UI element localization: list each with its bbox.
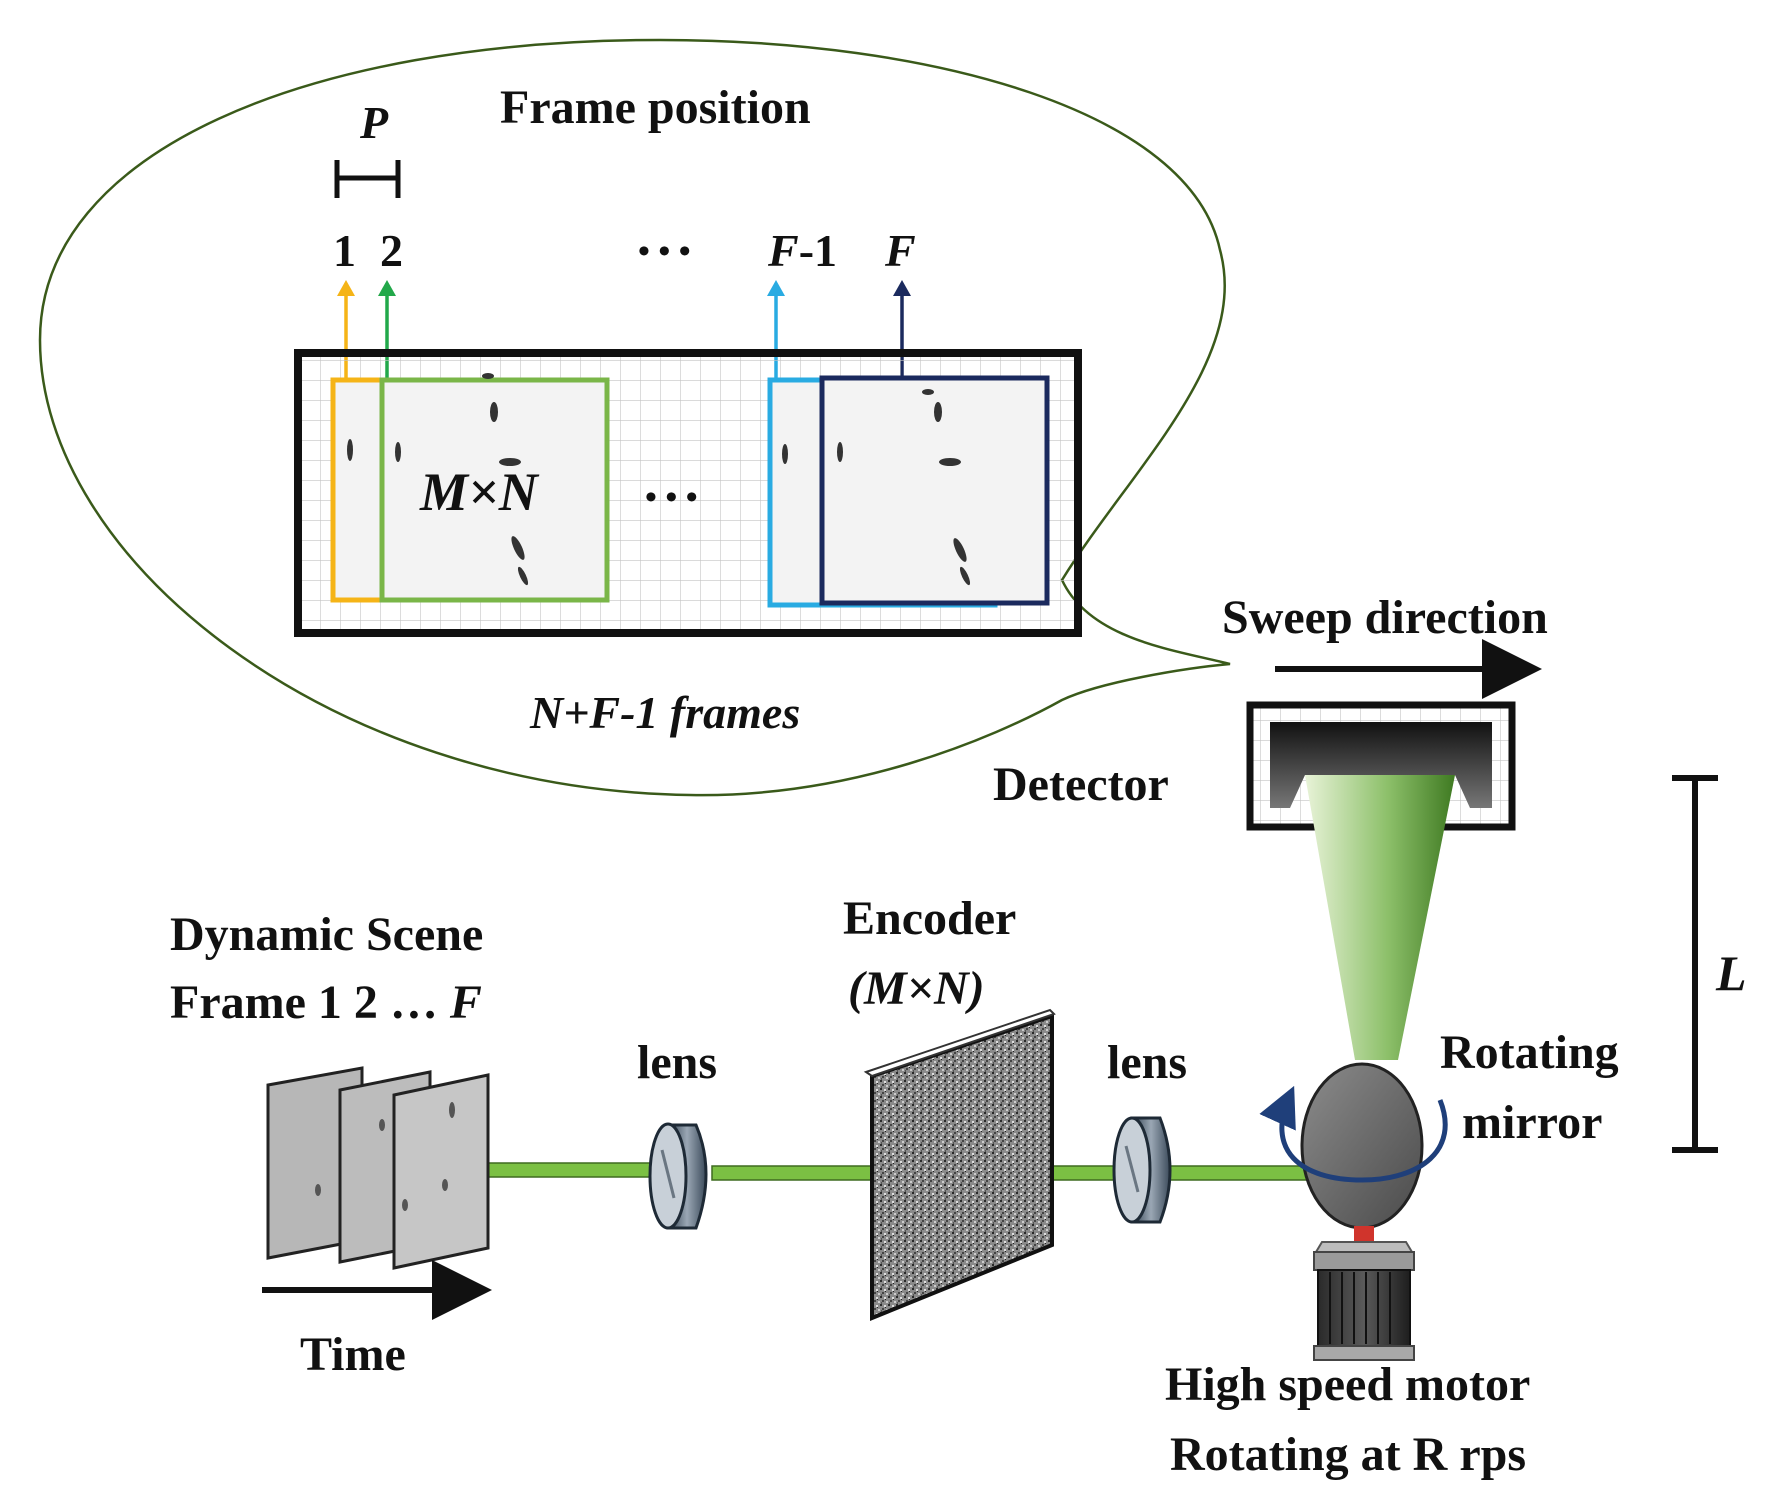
rotating-mirror — [1300, 1062, 1424, 1230]
dynamic-scene: Dynamic Scene Frame 1 2 … F Time — [170, 908, 492, 1381]
distance-marker — [1672, 775, 1718, 1153]
encoder-label-line2: (M×N) — [848, 962, 985, 1015]
frame-1-box — [330, 377, 386, 603]
frame-position-bubble: Frame position P 1 2 • • • F-1 F — [38, 38, 1231, 797]
arrow-frame-f-head — [893, 280, 911, 296]
motor-body — [1317, 1269, 1411, 1347]
motor-label-line1: High speed motor — [1165, 1358, 1530, 1411]
time-label: Time — [300, 1328, 406, 1381]
lens-left-glint — [660, 1149, 676, 1199]
encoder-edge — [863, 1008, 1056, 1078]
motor-fins — [1329, 1272, 1391, 1344]
bubble-title: Frame position — [500, 81, 811, 134]
arrow-frame-f-minus-1-head — [767, 280, 785, 296]
scene-particles — [315, 1102, 455, 1211]
motor-base — [1313, 1345, 1415, 1361]
motor-coupler — [1354, 1226, 1374, 1244]
frame-f-minus-1-particle — [782, 444, 788, 464]
frame-label-f: F — [884, 225, 916, 276]
lens-right-label: lens — [1107, 1036, 1187, 1089]
lens-right: lens — [1107, 1036, 1187, 1224]
frame-1-particle — [347, 439, 353, 461]
scene-frame-stack — [266, 1066, 490, 1270]
frame-label-2: 2 — [380, 225, 403, 276]
pitch-symbol: P — [359, 97, 389, 148]
arrow-frame-2-head — [378, 280, 396, 296]
distance-label: L — [1715, 945, 1747, 1001]
encoder: Encoder (M×N) — [843, 892, 1056, 1321]
total-frames-caption: N+F-1 frames — [529, 687, 800, 738]
motor-plate — [1313, 1251, 1415, 1271]
frame-label-1: 1 — [333, 225, 356, 276]
lens-left: lens — [637, 1036, 717, 1230]
rotating-mirror-assembly: Rotating mirror High speed motor Rotatin… — [1165, 1026, 1619, 1481]
motor-top — [1314, 1241, 1414, 1253]
frame-2-particles — [395, 373, 529, 586]
rotating-mirror-label-line1: Rotating — [1440, 1026, 1619, 1079]
sweep-direction-label: Sweep direction — [1222, 591, 1548, 644]
detector-sensor — [1270, 722, 1492, 808]
light-cone — [1305, 775, 1455, 1060]
lens-left-label: lens — [637, 1036, 717, 1089]
motor-label-line2: Rotating at R rps — [1170, 1428, 1526, 1481]
scene-label-line2: Frame 1 2 … F — [170, 976, 482, 1029]
pitch-marker — [334, 160, 401, 198]
detector-label: Detector — [993, 758, 1169, 811]
rotation-arrow — [1259, 1085, 1448, 1183]
beam-segment-4 — [1169, 1165, 1321, 1181]
scene-frame-3 — [392, 1073, 490, 1270]
beam-segment-2 — [711, 1165, 875, 1181]
frame-size-label: M×N — [419, 462, 540, 522]
arrow-frame-1-head — [337, 280, 355, 296]
frame-f-particles — [837, 389, 971, 586]
detector-assembly: Sweep direction Detector L — [993, 591, 1747, 1153]
middle-ellipsis: • • • — [645, 479, 698, 516]
frame-2-box — [379, 377, 610, 603]
frame-label-ellipsis: • • • — [638, 233, 691, 270]
rotating-mirror-label-line2: mirror — [1462, 1096, 1602, 1149]
encoder-label-line1: Encoder — [843, 892, 1016, 945]
lens-right-glint — [1124, 1145, 1140, 1193]
scene-label-line1: Dynamic Scene — [170, 908, 483, 961]
frame-label-f-minus-1: F-1 — [767, 225, 837, 276]
